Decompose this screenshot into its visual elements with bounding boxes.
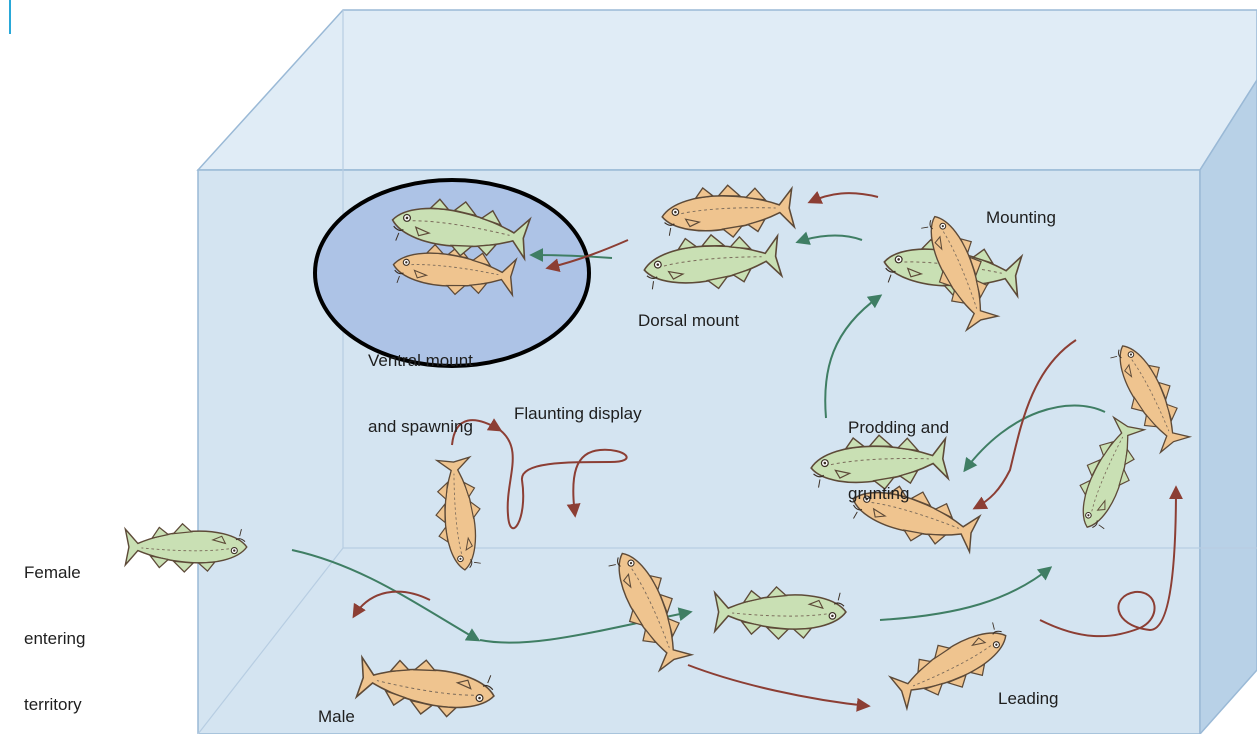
label-female-entering: Female entering territory bbox=[24, 518, 85, 738]
label-ventral-line-2: and spawning bbox=[368, 416, 473, 438]
label-dorsal-mount: Dorsal mount bbox=[638, 310, 739, 332]
label-male: Male bbox=[318, 706, 355, 728]
label-female-line-3: territory bbox=[24, 694, 85, 716]
label-prodding-line-1: Prodding and bbox=[848, 417, 949, 439]
label-female-line-2: entering bbox=[24, 628, 85, 650]
label-female-line-1: Female bbox=[24, 562, 85, 584]
label-ventral-mount: Ventral mount and spawning bbox=[368, 306, 473, 460]
label-mounting: Mounting bbox=[986, 207, 1056, 229]
label-ventral-line-1: Ventral mount bbox=[368, 350, 473, 372]
label-prodding-grunting: Prodding and grunting bbox=[848, 373, 949, 527]
aquarium-tank bbox=[198, 10, 1257, 734]
label-flaunting-display: Flaunting display bbox=[514, 403, 642, 425]
label-prodding-line-2: grunting bbox=[848, 483, 949, 505]
label-leading: Leading bbox=[998, 688, 1059, 710]
